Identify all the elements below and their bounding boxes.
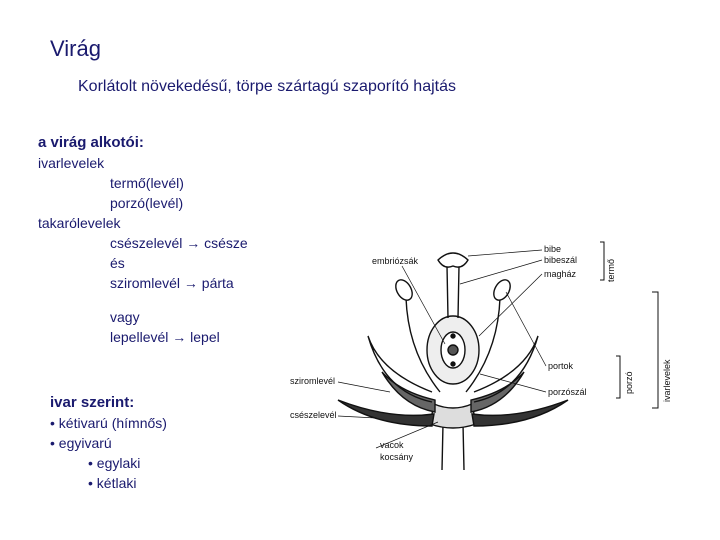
bibeszal-label: bibeszál bbox=[544, 255, 577, 265]
flower-drawing bbox=[337, 241, 659, 471]
porzoszal-label: porzószál bbox=[548, 387, 587, 397]
maghaz-label: magház bbox=[544, 269, 577, 279]
bibeszal-shape bbox=[446, 265, 460, 319]
termo-side-label: termő bbox=[606, 259, 616, 282]
lepel-label: lepellevél → lepel bbox=[110, 329, 220, 345]
porzo-label: porzó(levél) bbox=[110, 195, 184, 211]
egyivaru-item: • egyivarú bbox=[50, 435, 112, 451]
vagy-label: vagy bbox=[110, 309, 140, 325]
petal-right bbox=[470, 371, 525, 413]
slide-title: Virág bbox=[50, 36, 101, 61]
es-label: és bbox=[110, 255, 125, 271]
ivarlevelek-label: ivarlevelek bbox=[38, 155, 105, 171]
takarolevelek-label: takarólevelek bbox=[38, 215, 121, 231]
bibe-shape bbox=[437, 252, 469, 268]
porzoszal-left bbox=[405, 297, 441, 393]
petal-left bbox=[381, 371, 436, 413]
kocsany-shape bbox=[441, 423, 465, 471]
parta-label: sziromlevél → párta bbox=[110, 275, 234, 291]
egylaki-item: • egylaki bbox=[88, 455, 141, 471]
embriozsak-label: embriózsák bbox=[372, 256, 419, 266]
vacok-label: vacok bbox=[380, 440, 404, 450]
petal-far-right bbox=[473, 335, 539, 403]
ketlaki-item: • kétlaki bbox=[88, 475, 137, 491]
termo-label: termő(levél) bbox=[110, 175, 184, 191]
portok-label: portok bbox=[548, 361, 574, 371]
slide-subtitle: Korlátolt növekedésű, törpe szártagú sza… bbox=[78, 78, 456, 95]
kocsany-label: kocsány bbox=[380, 452, 414, 462]
porzoszal-right bbox=[465, 297, 501, 393]
bibe-label: bibe bbox=[544, 244, 561, 254]
sepal-right bbox=[471, 399, 569, 427]
flower-parts-list: a virág alkotói: ivarlevelek termő(levél… bbox=[38, 133, 248, 347]
ketivaru-item: • kétivarú (hímnős) bbox=[50, 415, 167, 431]
porzo-side-label: porzó bbox=[624, 371, 634, 394]
parts-heading: a virág alkotói: bbox=[38, 134, 144, 151]
csészelevel-label: csészelevél bbox=[290, 410, 337, 420]
ivarlevelek-side-label: ivarlevelek bbox=[662, 359, 672, 402]
sepal-left bbox=[337, 399, 435, 427]
vacok-shape bbox=[429, 403, 477, 429]
sziromlevel-label: sziromlevél bbox=[290, 376, 335, 386]
sex-classification-list: ivar szerint: • kétivarú (hímnős) • egyi… bbox=[50, 393, 167, 493]
csesze-label: csészelevél → csésze bbox=[110, 235, 248, 251]
ivar-heading: ivar szerint: bbox=[50, 394, 135, 411]
portok-right bbox=[493, 279, 511, 301]
flower-diagram: embriózsák bibe bibeszál magház termő iv… bbox=[290, 241, 672, 471]
portok-left bbox=[395, 279, 413, 301]
petal-far-left bbox=[367, 335, 433, 403]
